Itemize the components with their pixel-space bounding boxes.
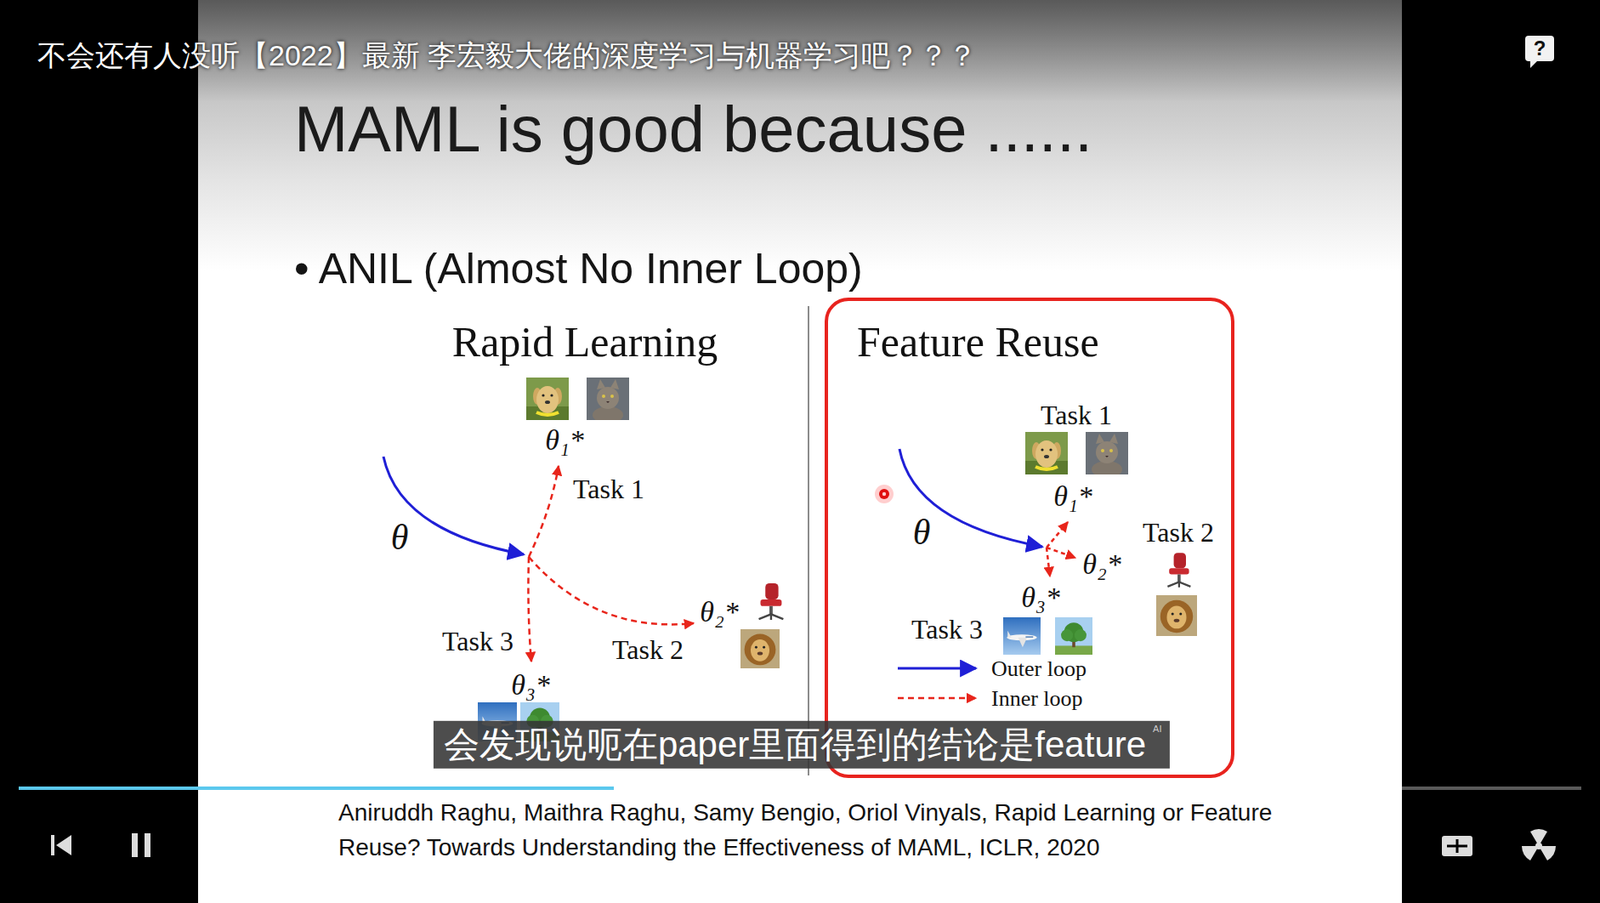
pause-button	[144, 833, 151, 857]
cat-image	[586, 377, 630, 424]
legend-label: Inner loop	[991, 685, 1084, 712]
inner-loop-arrow	[1046, 547, 1050, 577]
fullscreen-button	[1441, 835, 1473, 857]
parameter-label: θ	[391, 516, 409, 559]
panel-divider	[807, 306, 810, 776]
inner-loop-arrow	[528, 556, 694, 625]
help-icon-tail	[1530, 60, 1538, 69]
task-label: Task 2	[612, 633, 684, 666]
lion-image	[740, 629, 780, 669]
chair-image	[1167, 552, 1191, 588]
parameter-label: θ	[913, 510, 931, 554]
legend-label: Outer loop	[991, 655, 1087, 682]
progress-track	[18, 786, 1582, 790]
settings-button	[1521, 828, 1556, 861]
dog-image	[526, 377, 569, 420]
task-label: Task 3	[442, 624, 514, 658]
box-heading: Feature Reuse	[856, 316, 1100, 368]
parameter-label: θ₃*	[1021, 580, 1061, 616]
lion-image	[1156, 595, 1198, 636]
subtitle: 会发现说呃在paper里面得到的结论是feature	[433, 720, 1170, 769]
slide-background	[198, 0, 1402, 903]
help-icon: ?	[1533, 36, 1547, 62]
inner-loop-arrow	[528, 465, 559, 557]
parameter-label: θ₁*	[1053, 479, 1093, 515]
parameter-label: θ₂*	[699, 595, 739, 630]
inner-loop-arrow	[1046, 547, 1076, 558]
dog-image	[1025, 431, 1068, 475]
parameter-label: θ₁*	[544, 423, 585, 459]
laser-pointer-glow	[874, 484, 894, 504]
inner-loop-arrow	[1046, 521, 1068, 548]
parameter-label: θ₂*	[1082, 547, 1122, 583]
citation: Aniruddh Raghu, Maithra Raghu, Samy Beng…	[338, 795, 1317, 865]
parameter-label: θ₃*	[510, 668, 551, 704]
video-title: 不会还有人没听【2022】最新 李宏毅大佬的深度学习与机器学习吧？？？	[37, 38, 977, 74]
pause-button	[131, 833, 138, 857]
panel-heading: Rapid Learning	[452, 316, 718, 368]
legend-sample	[897, 667, 976, 670]
ai-badge: AI	[1152, 723, 1162, 735]
bullet-point: • ANIL (Almost No Inner Loop)	[294, 243, 863, 295]
chair-image	[759, 583, 784, 620]
progress-fill	[18, 786, 614, 790]
inner-loop-arrow	[527, 556, 532, 662]
slide-title: MAML is good because ......	[294, 90, 1093, 168]
previous-button	[56, 834, 72, 856]
legend-sample	[897, 697, 976, 700]
task-label: Task 3	[911, 612, 983, 646]
plane-image	[1003, 617, 1041, 655]
laser-pointer-core	[882, 492, 886, 496]
previous-button	[51, 834, 55, 856]
fullscreen-button	[1446, 839, 1468, 853]
tree-image	[1055, 617, 1093, 655]
task-label: Task 1	[573, 472, 645, 505]
help-icon-bubble	[1525, 35, 1555, 62]
laser-pointer	[879, 488, 890, 500]
task-label: Task 2	[1142, 516, 1215, 549]
cat-image	[1085, 431, 1129, 478]
task-label: Task 1	[1040, 398, 1113, 432]
top-shade	[0, 0, 1600, 103]
